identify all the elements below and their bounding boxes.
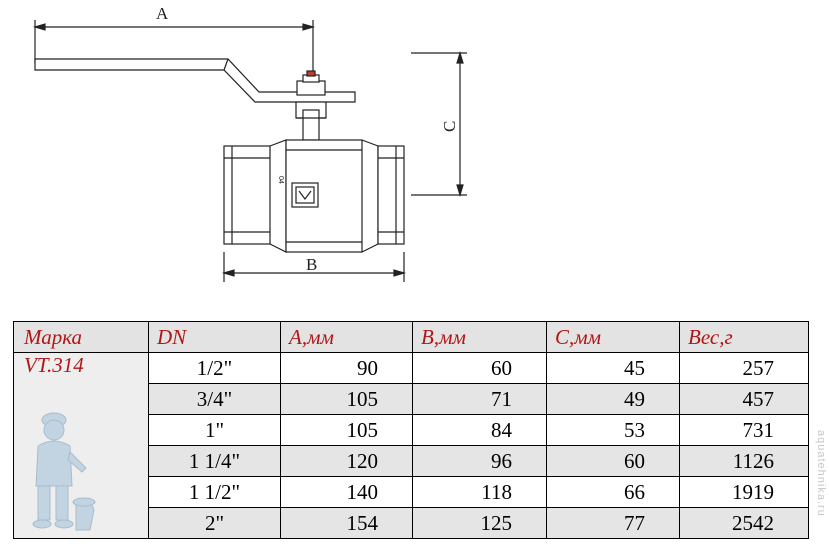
cell-b: 125 <box>412 507 547 539</box>
cell-a: 154 <box>280 507 413 539</box>
table-row: 1 1/4" 120 96 60 1126 <box>14 445 809 477</box>
dim-c-arrow-bottom <box>456 184 464 198</box>
cell-c: 77 <box>546 507 680 539</box>
table-row: 1 1/2" 140 118 66 1919 <box>14 476 809 508</box>
header-a: A,мм <box>280 321 413 353</box>
cell-c: 53 <box>546 414 680 446</box>
cell-dn: 1 1/2" <box>148 476 281 508</box>
dim-a-arrow-left <box>32 23 46 31</box>
cell-weight: 1919 <box>679 476 809 508</box>
handle-nut <box>296 80 326 96</box>
cell-b: 71 <box>412 383 547 415</box>
cell-dn: 2" <box>148 507 281 539</box>
header-weight: Вес,г <box>679 321 809 353</box>
plumber-mascot-icon <box>32 412 96 531</box>
table-header-row: Марка DN A,мм B,мм C,мм Вес,г <box>13 321 809 353</box>
cell-c: 60 <box>546 445 680 477</box>
valve-drawing: A B C 04 <box>32 4 467 282</box>
cell-weight: 457 <box>679 383 809 415</box>
body-marking: 04 <box>277 176 284 184</box>
cell-c: 45 <box>546 352 680 384</box>
cell-b: 60 <box>412 352 547 384</box>
cell-weight: 2542 <box>679 507 809 539</box>
cell-c: 66 <box>546 476 680 508</box>
cell-dn: 1/2" <box>148 352 281 384</box>
header-dn: DN <box>148 321 281 353</box>
dim-a-label: A <box>156 4 169 23</box>
table-row: 3/4" 105 71 49 457 <box>14 383 809 415</box>
dim-b-arrow-left <box>221 269 235 277</box>
dim-a-arrow-right <box>302 23 316 31</box>
cell-b: 84 <box>412 414 547 446</box>
cell-b: 118 <box>412 476 547 508</box>
brand-cell: VT.314 <box>13 352 149 539</box>
red-cap <box>306 70 316 77</box>
cell-weight: 257 <box>679 352 809 384</box>
dim-b-label: B <box>306 255 317 274</box>
valve-handle <box>34 58 356 103</box>
cell-a: 105 <box>280 383 413 415</box>
dim-c-label: C <box>440 121 459 132</box>
site-watermark: aquatehnika.ru <box>815 430 827 517</box>
cell-a: 120 <box>280 445 413 477</box>
cell-a: 140 <box>280 476 413 508</box>
cell-a: 105 <box>280 414 413 446</box>
cell-b: 96 <box>412 445 547 477</box>
cell-dn: 3/4" <box>148 383 281 415</box>
brand-label: VT.314 <box>24 353 84 377</box>
cell-dn: 1" <box>148 414 281 446</box>
header-b: B,мм <box>412 321 547 353</box>
valve-left-end <box>223 145 271 245</box>
dim-c-arrow-top <box>456 50 464 64</box>
cell-c: 49 <box>546 383 680 415</box>
valve-right-end <box>377 145 405 245</box>
cell-weight: 1126 <box>679 445 809 477</box>
dim-b-arrow-right <box>393 269 407 277</box>
cell-weight: 731 <box>679 414 809 446</box>
header-brand: Марка <box>13 321 149 353</box>
cell-dn: 1 1/4" <box>148 445 281 477</box>
spec-table: Марка DN A,мм B,мм C,мм Вес,г VT.314 <box>13 321 809 539</box>
cell-a: 90 <box>280 352 413 384</box>
table-row: VT.314 1/2" <box>13 352 809 539</box>
table-row: 2" 154 125 77 2542 <box>14 507 809 539</box>
header-c: C,мм <box>546 321 680 353</box>
